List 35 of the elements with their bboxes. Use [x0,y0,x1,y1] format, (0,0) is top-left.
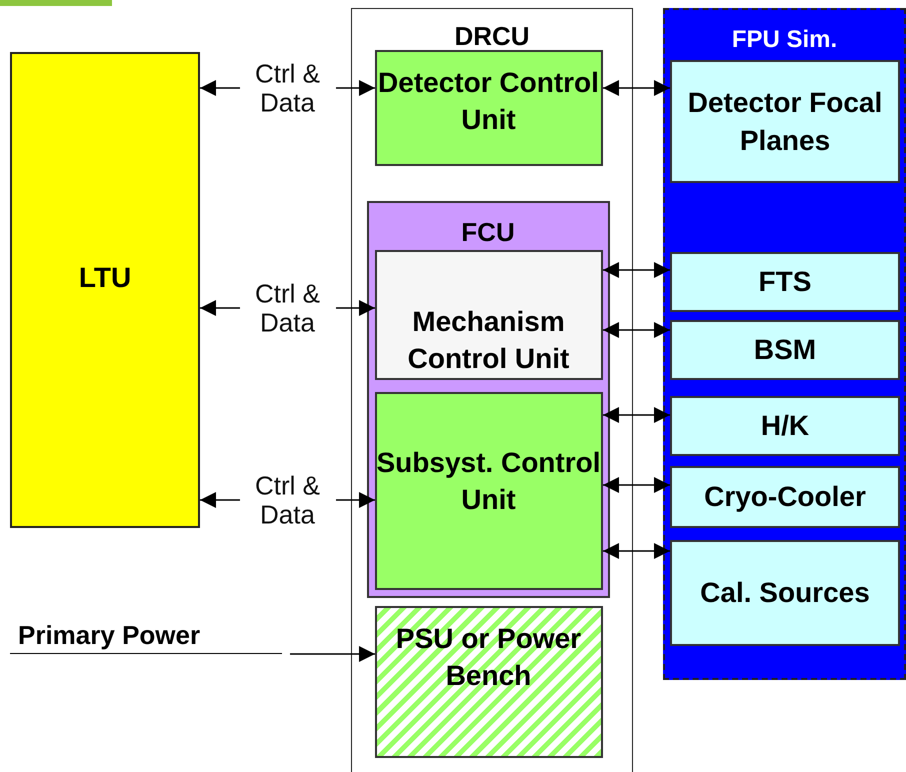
arrow [603,80,670,96]
node-label: Mechanism Control Unit [406,305,570,376]
process-box [670,252,900,312]
arrow [603,407,670,423]
container-box [663,8,906,680]
node-label: Primary Power [17,619,200,652]
node-label: Detector Focal Planes [686,86,884,158]
node-label: Detector Control Unit [377,66,600,137]
node-label: H/K [760,409,810,444]
node-label: Cryo-Cooler [704,480,866,514]
process-box [670,466,900,528]
container-title: FCU [461,216,515,248]
process-box [374,50,602,166]
node-label: FTS [758,265,812,300]
arrow [603,543,670,559]
process-box [374,606,602,758]
process-box [10,52,200,528]
container-box [351,8,633,772]
process-box [670,320,900,380]
arrow [290,646,375,662]
arrow [603,262,670,278]
arrow [603,477,670,493]
process-box [670,396,900,456]
node-label: LTU [78,261,132,295]
node-label: BSM [754,333,816,368]
container-title: DRCU [454,20,530,53]
container-title: FPU Sim. [732,25,838,55]
arrow [603,322,670,338]
process-box [374,392,602,590]
node-label: Cal. Sources [700,576,870,610]
node-label: Subsyst. Control Unit [376,446,600,517]
process-box [670,540,900,646]
process-box [374,250,602,380]
process-box [670,60,900,183]
container-box [366,200,610,598]
